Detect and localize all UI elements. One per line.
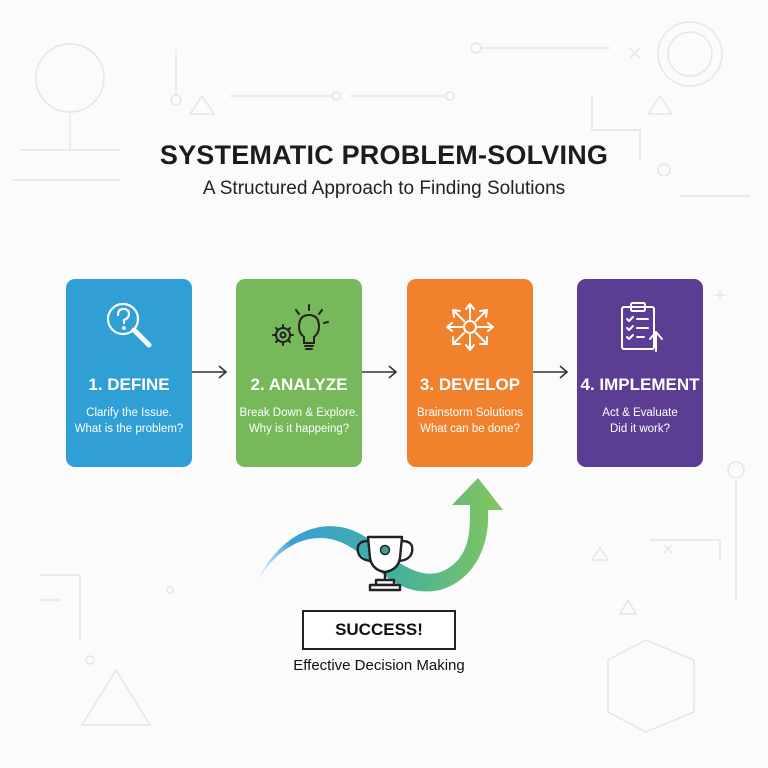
step-label: 2. ANALYZE <box>250 375 348 394</box>
success-caption: Effective Decision Making <box>293 657 465 674</box>
trophy-icon <box>356 535 414 592</box>
step-card-analyze: 2. ANALYZE Break Down & Explore. Why is … <box>236 279 362 467</box>
page-subtitle: A Structured Approach to Finding Solutio… <box>202 178 566 199</box>
gear-lightbulb-icon <box>272 304 329 350</box>
arrow-right-icon <box>362 365 398 379</box>
step-description: Brainstorm Solutions What can be done? <box>416 407 524 435</box>
step-card-define: 1. DEFINE Clarify the Issue. What is the… <box>66 279 192 467</box>
step-description: Break Down & Explore. Why is it happeing… <box>239 407 359 435</box>
step-card-implement: 4. IMPLEMENT Act & Evaluate Did it work? <box>577 279 703 467</box>
clipboard-checklist-icon <box>621 302 663 352</box>
success-badge: SUCCESS! <box>302 610 456 650</box>
step-label: 1. DEFINE <box>88 375 170 394</box>
step-description: Clarify the Issue. What is the problem? <box>74 407 184 435</box>
magnifier-question-icon <box>106 302 152 348</box>
step-card-develop: 3. DEVELOP Brainstorm Solutions What can… <box>407 279 533 467</box>
radiating-arrows-icon <box>446 303 494 351</box>
step-label: 3. DEVELOP <box>419 375 521 394</box>
arrow-right-icon <box>192 365 228 379</box>
arrow-right-icon <box>533 365 569 379</box>
step-label: 4. IMPLEMENT <box>580 375 700 394</box>
step-description: Act & Evaluate Did it work? <box>602 407 678 435</box>
page-title: SYSTEMATIC PROBLEM-SOLVING <box>159 140 609 170</box>
